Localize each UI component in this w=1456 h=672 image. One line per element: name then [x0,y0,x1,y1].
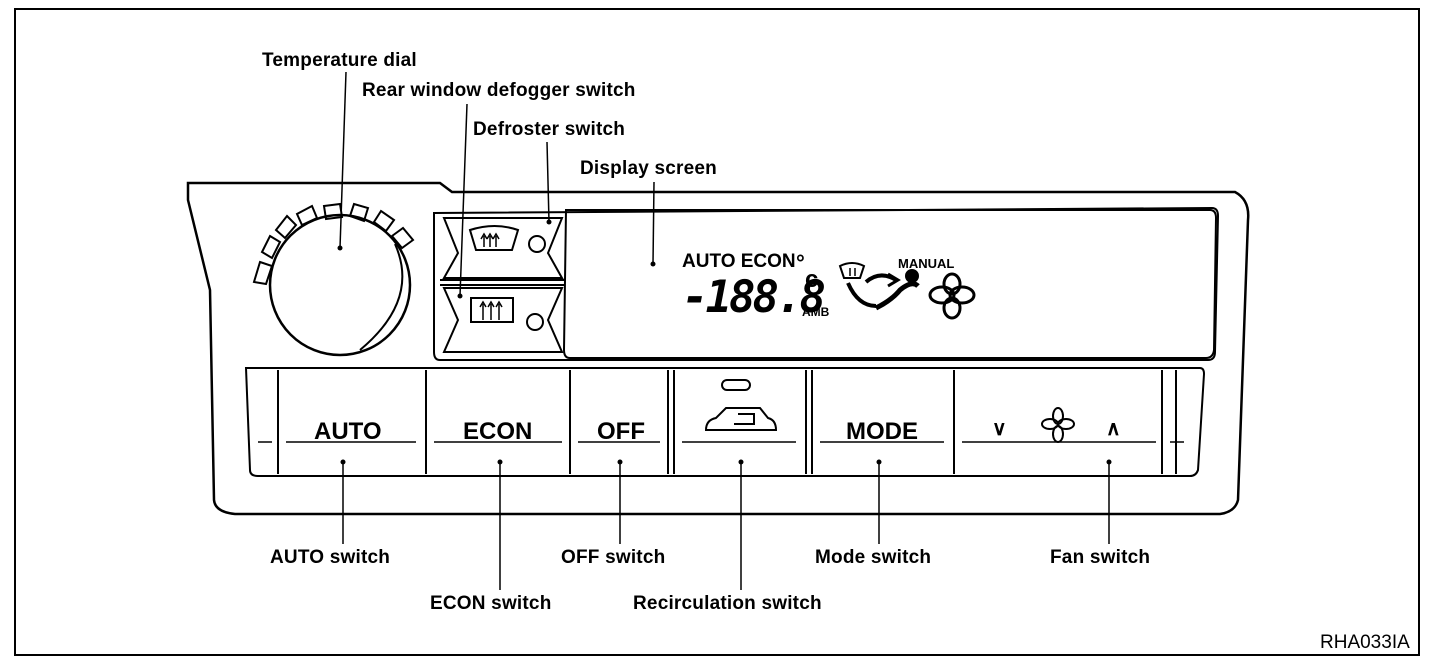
lcd-unit: c [805,266,819,293]
rear-defogger-button [442,287,564,353]
display-screen-label: Display screen [580,158,717,179]
off-switch-label: OFF switch [561,547,666,568]
defroster-button [442,217,564,279]
temperature-dial [268,213,412,357]
rear-defogger-label: Rear window defogger switch [362,80,636,101]
figure-frame [14,8,1420,656]
mode-button[interactable]: MODE [846,418,918,445]
figure-code: RHA033IA [1320,632,1410,653]
auto-button[interactable]: AUTO [314,418,382,445]
recirculation-indicator [721,379,751,391]
defroster-label: Defroster switch [473,119,626,140]
display-bezel [433,206,1220,361]
fan-down-button[interactable]: ∨ [992,418,1007,440]
recirculation-icon [704,407,778,431]
off-button[interactable]: OFF [597,418,645,445]
mode-switch-label: Mode switch [815,547,932,568]
auto-switch-label: AUTO switch [270,547,391,568]
lcd-manual: MANUAL [898,256,955,271]
lcd-temperature: -188.8 [682,272,826,323]
button-strip [244,367,1206,477]
econ-switch-label: ECON switch [430,593,552,614]
lcd-amb: AMB [802,305,830,319]
recirculation-switch-label: Recirculation switch [633,593,822,614]
econ-button[interactable]: ECON [463,418,533,445]
lcd-fan-icon [928,272,976,320]
lcd-airflow-arrow [846,282,877,308]
lcd-defroster-icon [838,262,866,279]
lcd-degree: ° [796,250,805,275]
fan-up-button[interactable]: ∧ [1106,418,1121,440]
display-screen [562,209,1218,359]
temperature-dial-label: Temperature dial [262,50,417,71]
leader-lines [339,71,1110,590]
panel-outline [186,181,1250,516]
fan-icon [1041,407,1075,443]
rear-defogger-icon [470,297,514,323]
lcd-auto-econ: AUTO ECON [682,251,796,272]
defroster-icon [468,225,520,251]
fan-switch-label: Fan switch [1050,547,1151,568]
